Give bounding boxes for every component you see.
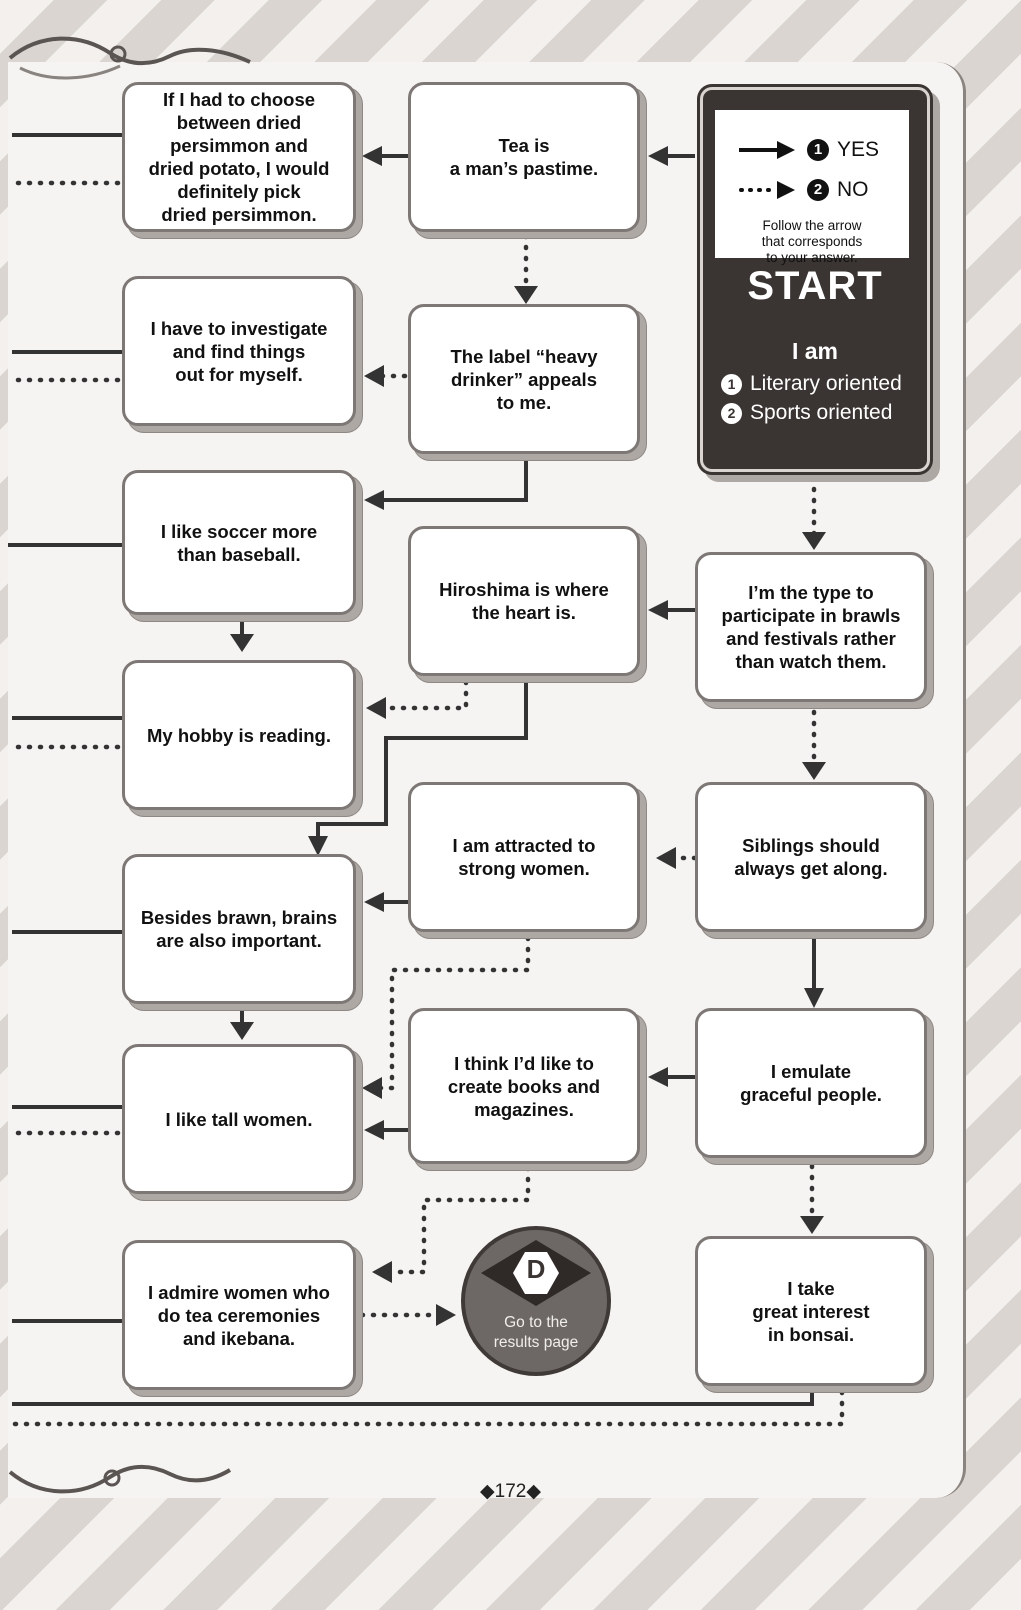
solid-arrow-icon [739,141,795,159]
option-1-label: Literary oriented [750,372,902,395]
option-2-badge: 2 [721,402,742,424]
start-title: START [747,264,883,308]
yes-number-badge: 1 [807,139,829,161]
start-panel: 1 YES 2 NO Follow the arrow that corresp… [700,87,930,472]
result-letter: D [526,1254,546,1284]
result-text: Go to the results page [493,1314,579,1351]
page-number: ◆172◆ [480,1481,541,1502]
question-hobby-reading[interactable]: My hobby is reading. [122,660,356,810]
question-hiroshima[interactable]: Hiroshima is where the heart is. [408,526,640,676]
question-bonsai[interactable]: I take great interest in bonsai. [695,1236,927,1386]
question-investigate[interactable]: I have to investigate and find things ou… [122,276,356,426]
yes-label: YES [837,138,880,161]
no-number-badge: 2 [807,179,829,201]
result-d-circle[interactable]: D Go to the results page [461,1226,611,1376]
start-option-1[interactable]: 1 Literary oriented [721,372,902,396]
question-siblings[interactable]: Siblings should always get along. [695,782,927,932]
question-brawn-brains[interactable]: Besides brawn, brains are also important… [122,854,356,1004]
legend: 1 YES 2 NO Follow the arrow that corresp… [715,110,909,265]
no-label: NO [837,178,869,201]
start-option-2[interactable]: 2 Sports oriented [721,401,892,425]
question-create-books[interactable]: I think I’d like to create books and mag… [408,1008,640,1164]
result-diamond-icon [481,1240,591,1306]
question-tea-ceremony-ikebana[interactable]: I admire women who do tea ceremonies and… [122,1240,356,1390]
question-tall-women[interactable]: I like tall women. [122,1044,356,1194]
legend-no: 2 NO [737,176,869,204]
question-graceful-people[interactable]: I emulate graceful people. [695,1008,927,1158]
question-soccer[interactable]: I like soccer more than baseball. [122,470,356,615]
top-flourish-ornament [8,36,251,80]
question-brawls-festivals[interactable]: I’m the type to participate in brawls an… [695,552,927,702]
option-1-badge: 1 [721,373,742,395]
question-dried-persimmon[interactable]: If I had to choose between dried persimm… [122,82,356,232]
question-tea-pastime[interactable]: Tea is a man’s pastime. [408,82,640,232]
dotted-arrow-icon [739,181,795,199]
start-question: I am [791,338,839,364]
legend-yes: 1 YES [737,136,879,164]
bottom-flourish-ornament [8,1464,232,1494]
question-heavy-drinker[interactable]: The label “heavy drinker” appeals to me. [408,304,640,454]
legend-note: Follow the arrow that corresponds to you… [761,218,863,265]
question-strong-women[interactable]: I am attracted to strong women. [408,782,640,932]
option-2-label: Sports oriented [750,401,893,424]
